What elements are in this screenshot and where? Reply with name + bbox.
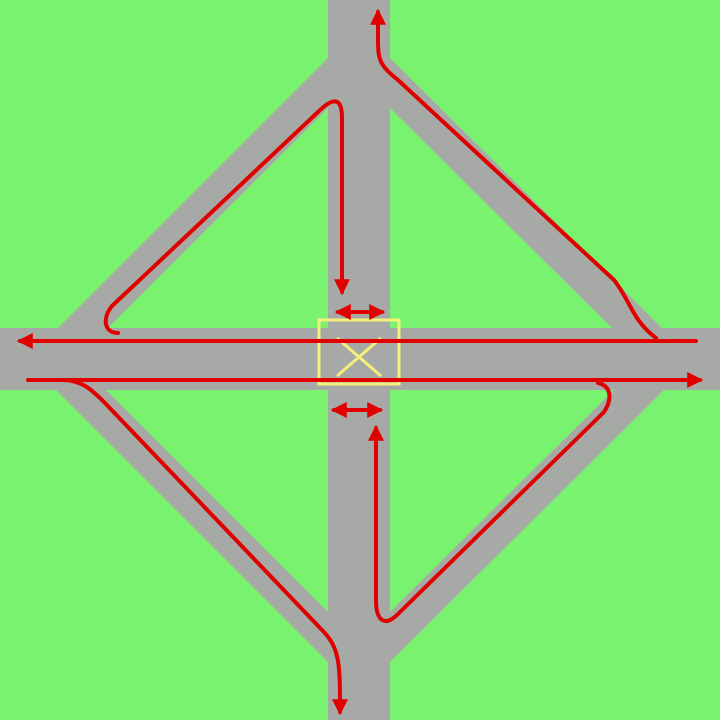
box-junction-cross-b xyxy=(336,336,382,378)
route-ramp-southwest-down xyxy=(60,378,348,716)
box-junction-outline xyxy=(317,318,401,386)
diagonal-ramp-southwest xyxy=(44,378,328,662)
diagonal-ramp-southeast xyxy=(390,378,676,662)
route-ramp-southeast-up xyxy=(368,381,612,623)
route-ramp-northeast-up xyxy=(370,8,658,340)
diagonal-ramp-northwest xyxy=(44,58,328,342)
box-junction-marking xyxy=(317,318,401,386)
route-ramp-northwest-down xyxy=(103,99,350,335)
traffic-routes xyxy=(16,8,704,716)
